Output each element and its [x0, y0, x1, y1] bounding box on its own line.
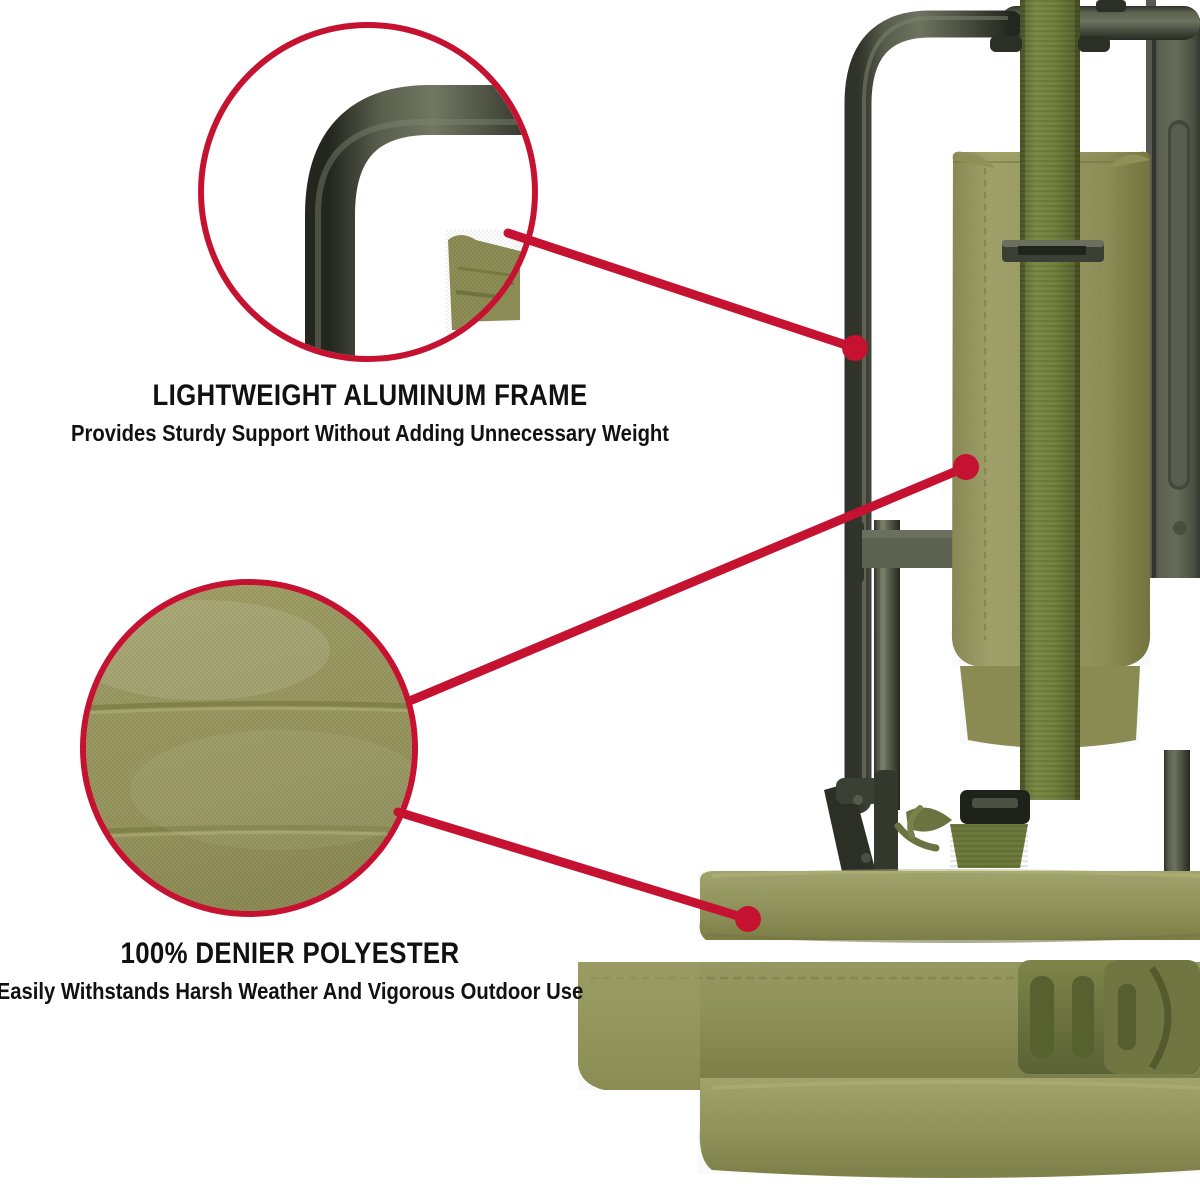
callout-title-denier-polyester: 100% DENIER POLYESTER [120, 937, 460, 970]
frame-back-panel [1146, 0, 1200, 578]
shoulder-strap-ladderlock [950, 790, 1030, 868]
callout-denier-polyester: 100% DENIER POLYESTER Easily Withstands … [0, 938, 660, 1004]
callout-aluminum-frame: LIGHTWEIGHT ALUMINUM FRAME Provides Stur… [0, 380, 740, 446]
waist-belt-pad [698, 869, 1200, 943]
aluminum-frame-tube [844, 10, 1024, 814]
frame-right-lower-tube [1164, 750, 1190, 890]
drawcord [894, 805, 952, 852]
frame-foot-ferrule [824, 770, 898, 890]
shoulder-webbing [1020, 0, 1080, 800]
side-release-buckle [1018, 960, 1200, 1074]
callout-subtitle-aluminum-frame: Provides Sturdy Support Without Adding U… [70, 419, 670, 446]
metal-slider-buckle [1002, 240, 1104, 262]
callout-title-aluminum-frame: LIGHTWEIGHT ALUMINUM FRAME [152, 379, 588, 412]
waist-belt-lower-pad [698, 1078, 1200, 1178]
callout-subtitle-denier-polyester: Easily Withstands Harsh Weather And Vigo… [0, 977, 584, 1004]
frame-fabric-tab [452, 229, 522, 322]
strap-mount-hardware [990, 36, 1110, 52]
